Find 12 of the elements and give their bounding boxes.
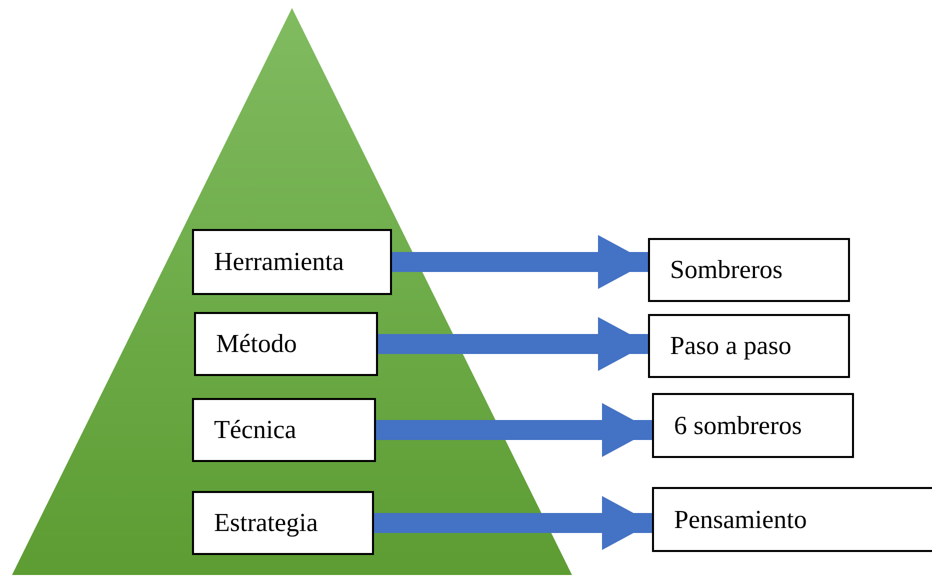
arrow <box>392 235 648 289</box>
text-box: Técnica <box>192 398 376 462</box>
text-box: Pensamiento <box>652 487 932 552</box>
text-box: Sombreros <box>648 238 850 302</box>
arrow <box>376 403 652 457</box>
text-box: 6 sombreros <box>652 393 854 458</box>
text-box: Estrategia <box>192 491 374 555</box>
text-box: Paso a paso <box>648 314 850 378</box>
text-box: Método <box>194 312 378 376</box>
text-box: Herramienta <box>192 229 392 295</box>
arrow <box>374 496 652 550</box>
arrow <box>378 317 648 371</box>
